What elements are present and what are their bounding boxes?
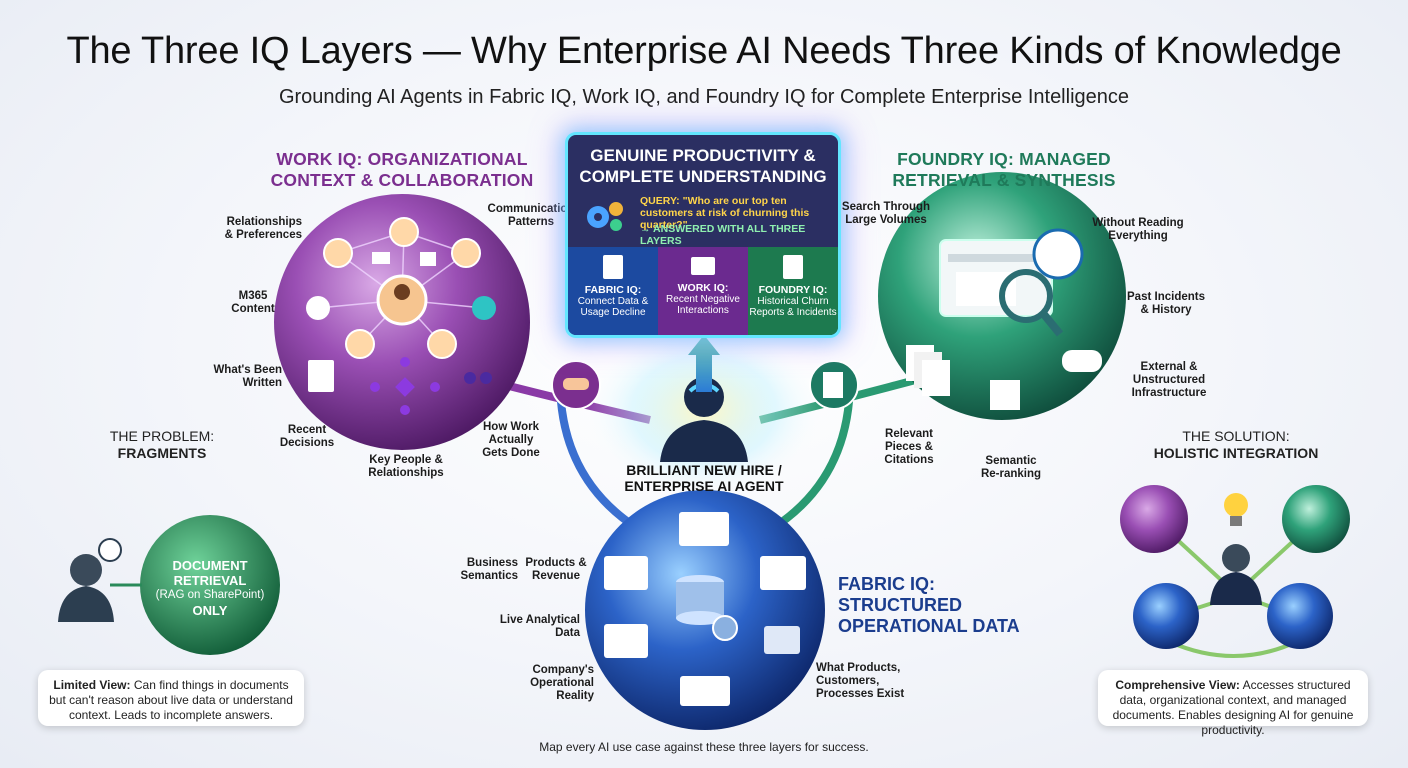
solution-line1: THE SOLUTION: — [1182, 428, 1290, 444]
comprehensive-view-bold: Comprehensive View: — [1115, 678, 1240, 692]
page-title: The Three IQ Layers — Why Enterprise AI … — [66, 30, 1342, 72]
solution-fabric-sphere-2 — [1267, 583, 1333, 649]
fabric-iq-heading: FABRIC IQ: STRUCTURED OPERATIONAL DATA — [838, 574, 1020, 636]
label-key-people: Key People & Relationships — [368, 454, 444, 479]
problem-heading: THE PROBLEM: FRAGMENTS — [92, 428, 232, 462]
foundry-iq-heading: FOUNDRY IQ: MANAGED RETRIEVAL & SYNTHESI… — [892, 149, 1116, 190]
solution-person — [1210, 544, 1262, 605]
center-col-work-text: Recent Negative Interactions — [666, 294, 740, 316]
center-col-fabric-title: FABRIC IQ: — [584, 284, 642, 296]
gears-icon — [582, 199, 628, 233]
label-business: Business Semantics — [460, 557, 518, 582]
document-icon — [603, 255, 623, 279]
agent-label: BRILLIANT NEW HIRE / ENTERPRISE AI AGENT — [624, 462, 784, 494]
center-col-foundry: FOUNDRY IQ: Historical Churn Reports & I… — [748, 247, 838, 335]
envelope-icon — [691, 257, 715, 275]
solution-line2: HOLISTIC INTEGRATION — [1153, 445, 1319, 461]
label-relevant: Relevant Pieces & Citations — [884, 428, 934, 466]
doc-ret-sub: (RAG on SharePoint) — [155, 589, 265, 601]
solution-foundry-sphere — [1282, 485, 1350, 553]
comprehensive-view-text: Accesses structured data, organizational… — [1112, 678, 1354, 737]
problem-line2: FRAGMENTS — [117, 445, 207, 461]
work-iq-heading: WORK IQ: ORGANIZATIONAL CONTEXT & COLLAB… — [270, 149, 534, 190]
footer-note: Map every AI use case against these thre… — [539, 740, 869, 754]
limited-view-text: Can find things in documents but can't r… — [49, 678, 293, 722]
center-col-foundry-text: Historical Churn Reports & Incidents — [749, 296, 837, 318]
solution-fabric-sphere — [1133, 583, 1199, 649]
center-col-foundry-title: FOUNDRY IQ: — [758, 284, 828, 296]
center-panel: GENUINE PRODUCTIVITY & COMPLETE UNDERSTA… — [568, 135, 838, 335]
label-decisions: Recent Decisions — [279, 424, 335, 449]
center-col-fabric: FABRIC IQ: Connect Data & Usage Decline — [568, 247, 658, 335]
label-semantic: Semantic Re-ranking — [980, 455, 1042, 480]
problem-line1: THE PROBLEM: — [109, 428, 215, 444]
confused-person — [58, 538, 122, 622]
comprehensive-view-card: Comprehensive View: Accesses structured … — [1098, 670, 1368, 737]
label-what-exists: What Products, Customers, Processes Exis… — [816, 662, 905, 700]
label-search: Search Through Large Volumes — [841, 201, 931, 226]
label-products: Products & Revenue — [525, 557, 587, 582]
label-communication: Communication Patterns — [487, 203, 575, 228]
fabric-iq-icons — [604, 512, 806, 706]
label-without: Without Reading Everything — [1092, 217, 1184, 242]
label-how-work: How Work Actually Gets Done — [482, 421, 540, 459]
center-col-fabric-text: Connect Data & Usage Decline — [577, 296, 649, 318]
doc-ret-title: DOCUMENT RETRIEVAL — [172, 558, 248, 588]
label-past: Past Incidents & History — [1127, 291, 1205, 316]
limited-view-card: Limited View: Can find things in documen… — [38, 670, 304, 726]
center-col-work: WORK IQ: Recent Negative Interactions — [658, 247, 748, 335]
work-iq-avatars — [306, 217, 496, 415]
document-retrieval-text: DOCUMENT RETRIEVAL (RAG on SharePoint) O… — [150, 558, 270, 618]
center-col-work-title: WORK IQ: — [677, 282, 729, 294]
answered-text: → ANSWERED WITH ALL THREE LAYERS — [640, 223, 806, 247]
warning-document-icon — [783, 255, 803, 279]
agent-figure — [660, 377, 748, 462]
label-reality: Company's Operational Reality — [530, 664, 594, 702]
page-subtitle: Grounding AI Agents in Fabric IQ, Work I… — [278, 86, 1130, 108]
label-m365: M365 Content — [231, 290, 275, 315]
doc-ret-only: ONLY — [192, 603, 228, 618]
label-external: External & Unstructured Infrastructure — [1131, 361, 1207, 399]
lightbulb-icon — [1224, 493, 1248, 526]
document-retrieval-bubble — [140, 515, 280, 655]
label-relationships: Relationships & Preferences — [224, 216, 302, 241]
limited-view-bold: Limited View: — [53, 678, 131, 692]
label-written: What's Been Written — [213, 364, 282, 389]
solution-work-sphere — [1120, 485, 1188, 553]
up-arrow — [688, 335, 720, 392]
solution-heading: THE SOLUTION: HOLISTIC INTEGRATION — [1140, 428, 1332, 462]
query-text: QUERY: "Who are our top ten customers at… — [640, 195, 810, 231]
center-heading: GENUINE PRODUCTIVITY & COMPLETE UNDERSTA… — [579, 146, 827, 186]
label-live: Live Analytical Data — [499, 614, 580, 639]
